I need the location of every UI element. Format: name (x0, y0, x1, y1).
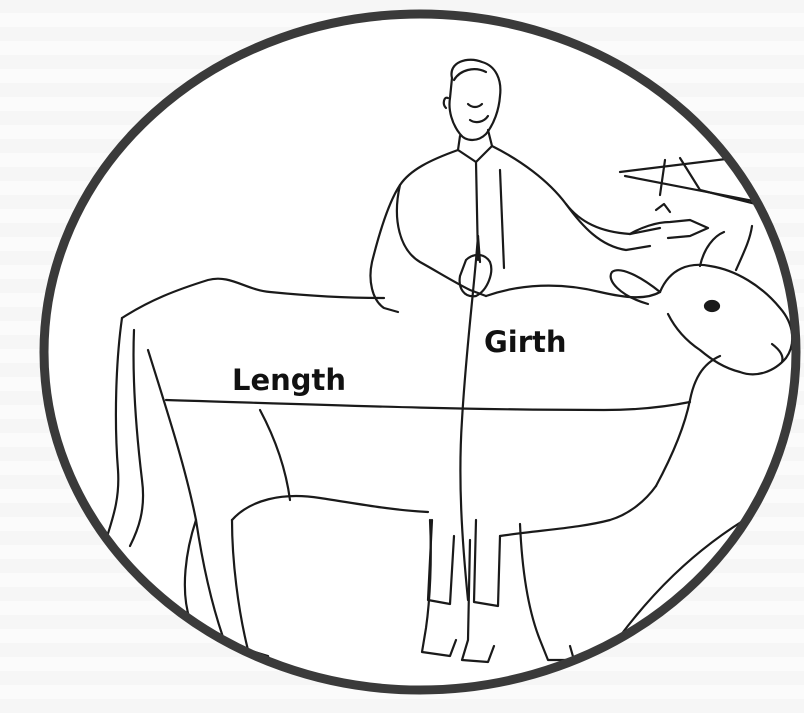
length-label: Length (232, 366, 346, 395)
girth-label: Girth (484, 328, 567, 357)
